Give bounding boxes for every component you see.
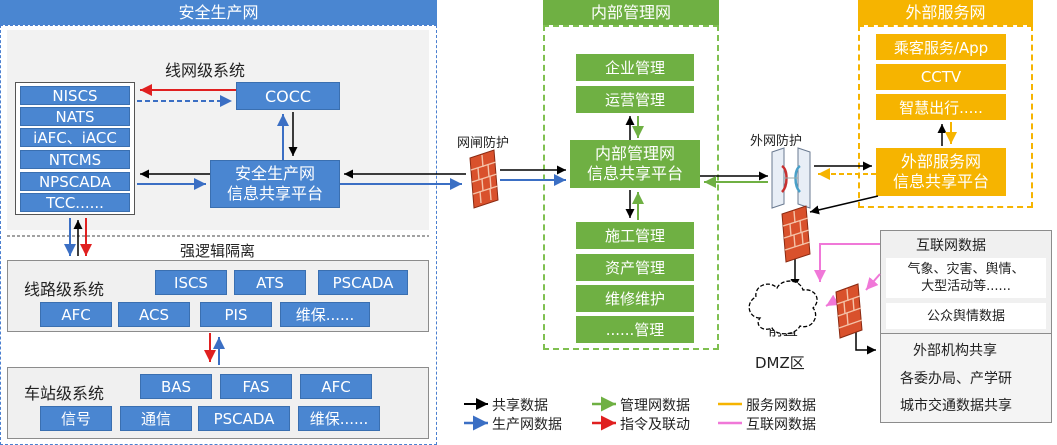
internal-operation-mgmt: 运营管理 — [576, 86, 694, 113]
route-afc: AFC — [40, 302, 112, 327]
safety-zone-header: 安全生产网 — [0, 0, 437, 25]
agency-item-1: 各委办局、产学研 — [900, 371, 1012, 387]
external-platform-line2: 信息共享平台 — [892, 172, 989, 191]
agency-panel — [880, 333, 1052, 423]
station-comm: 通信 — [120, 406, 192, 431]
gap-firewall-icon — [469, 149, 499, 209]
station-maintenance: 维保...... — [298, 406, 380, 431]
internal-platform-line2: 信息共享平台 — [586, 164, 683, 183]
external-platform: 外部服务网 信息共享平台 — [876, 148, 1006, 196]
dmz-cloud-icon — [748, 280, 818, 335]
station-afc: AFC — [300, 374, 372, 399]
internal-platform-line1: 内部管理网 — [594, 144, 675, 163]
station-signal: 信号 — [40, 406, 112, 431]
system-ntcms: NTCMS — [20, 150, 130, 169]
safety-platform-line2: 信息共享平台 — [226, 184, 323, 203]
external-passenger-app: 乘客服务/App — [876, 34, 1006, 60]
internal-platform: 内部管理网 信息共享平台 — [570, 140, 700, 188]
internet-title: 互联网数据 — [916, 238, 986, 254]
legend-label-service: 服务网数据 — [746, 398, 816, 414]
line-network-title: 线网级系统 — [165, 61, 246, 80]
route-iscs: ISCS — [155, 270, 227, 295]
station-level-title: 车站级系统 — [24, 384, 105, 403]
arrow-internet-to-firewall-pink — [865, 273, 881, 291]
internal-zone-frame — [543, 25, 719, 350]
external-zone-header: 外部服务网 — [858, 0, 1033, 25]
agency-title: 外部机构共享 — [913, 343, 997, 359]
internet-item-weather: 气象、灾害、舆情、 大型活动等...... — [886, 258, 1046, 298]
legend-label-command: 指令及联动 — [620, 417, 690, 433]
arrow-firewall-to-cloud-pink — [825, 294, 840, 307]
internet-item-weather-line2: 大型活动等...... — [921, 279, 1011, 294]
legend-label-shared: 共享数据 — [492, 398, 548, 414]
station-pscada: PSCADA — [198, 406, 290, 431]
route-pis: PIS — [200, 302, 272, 327]
legend-label-management: 管理网数据 — [620, 398, 690, 414]
arrow-firewall-to-agencies-black — [855, 330, 876, 355]
outer-protection-label: 外网防护 — [750, 134, 803, 149]
internet-firewall-icon — [835, 283, 863, 339]
system-iafc-iacc: iAFC、iACC — [20, 128, 130, 147]
agency-item-2: 城市交通数据共享 — [900, 398, 1012, 414]
route-level-title: 线路级系统 — [24, 280, 105, 299]
internal-construction-mgmt: 施工管理 — [576, 222, 694, 249]
safety-platform-line1: 安全生产网 — [234, 164, 315, 183]
isolation-label: 强逻辑隔离 — [180, 242, 256, 260]
outer-gateway-icon — [771, 147, 811, 209]
internal-other-mgmt: ......管理 — [576, 316, 694, 343]
external-smart-travel: 智慧出行..... — [876, 94, 1006, 120]
internet-item-opinion: 公众舆情数据 — [886, 303, 1046, 329]
station-bas: BAS — [140, 374, 212, 399]
legend-label-internet: 互联网数据 — [746, 417, 816, 433]
external-zone-frame — [858, 25, 1033, 208]
cocc-box: COCC — [236, 82, 340, 110]
station-fas: FAS — [220, 374, 292, 399]
legend-label-production: 生产网数据 — [492, 417, 562, 433]
arrow-external-to-dmz-black — [809, 195, 879, 215]
gap-protection-label: 网闸防护 — [457, 136, 510, 151]
external-platform-line1: 外部服务网 — [900, 152, 981, 171]
internet-item-weather-line1: 气象、灾害、舆情、 — [907, 262, 1025, 277]
route-ats: ATS — [234, 270, 306, 295]
system-niscs: NISCS — [20, 86, 130, 105]
internal-asset-mgmt: 资产管理 — [576, 254, 694, 281]
route-pscada: PSCADA — [318, 270, 408, 295]
internal-zone-header: 内部管理网 — [543, 0, 719, 25]
system-npscada: NPSCADA — [20, 172, 130, 191]
route-acs: ACS — [118, 302, 190, 327]
arrow-internet-to-dmz-pink — [814, 243, 880, 282]
external-cctv: CCTV — [876, 64, 1006, 90]
safety-platform: 安全生产网 信息共享平台 — [210, 160, 340, 208]
internal-maintenance: 维修维护 — [576, 285, 694, 312]
dmz-label: DMZ区 — [755, 354, 805, 372]
internal-enterprise-mgmt: 企业管理 — [576, 54, 694, 81]
dmz-firewall-icon — [781, 205, 811, 263]
system-tcc: TCC...... — [20, 193, 130, 212]
route-maintenance: 维保...... — [280, 302, 370, 327]
system-nats: NATS — [20, 107, 130, 126]
